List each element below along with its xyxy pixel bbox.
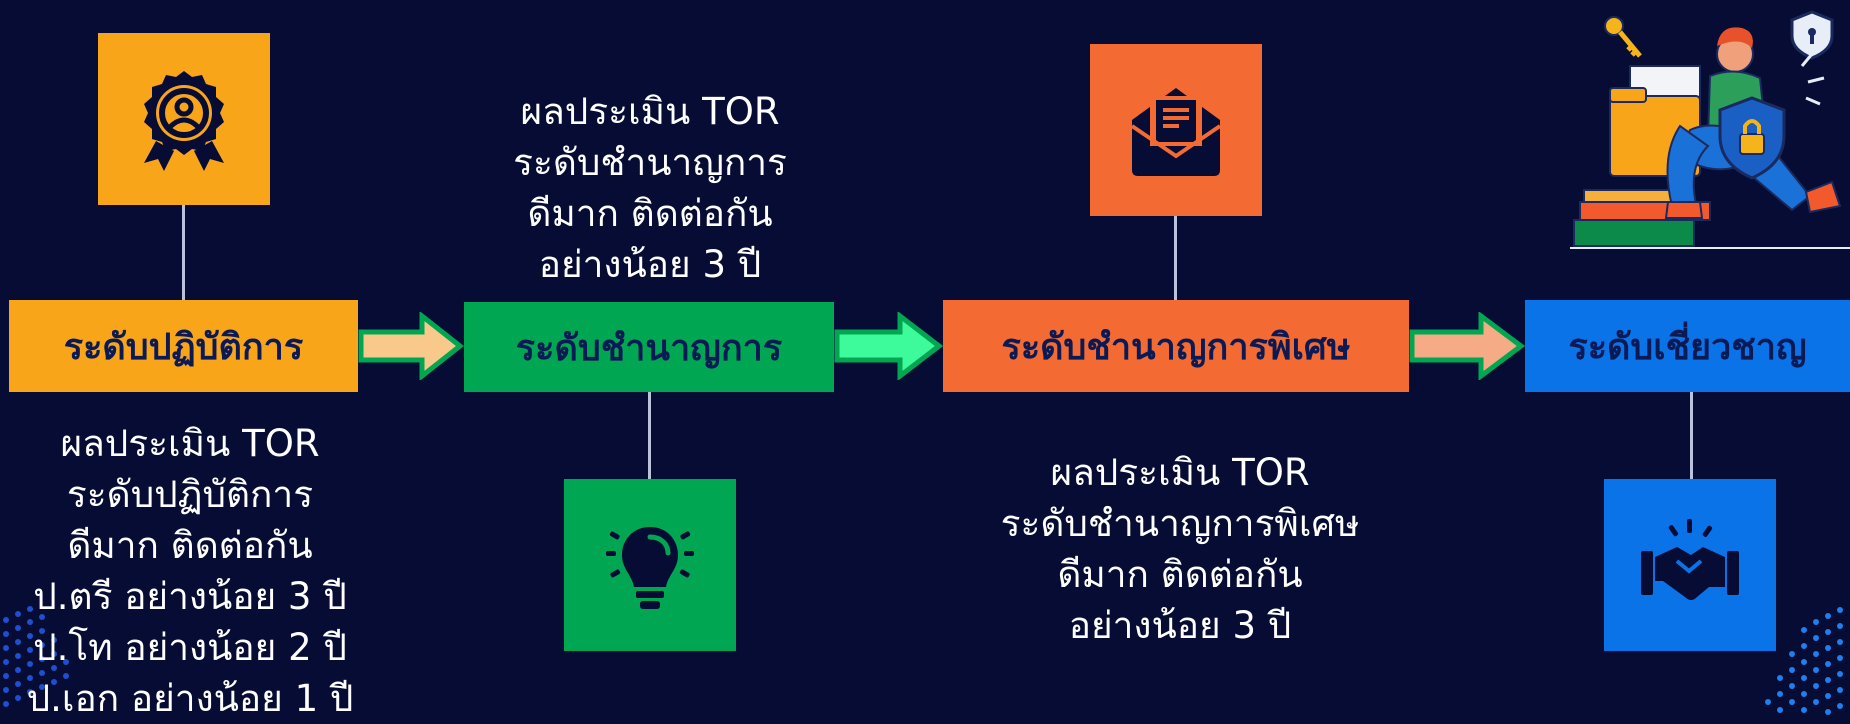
stage-1-desc-line: ผลประเมิน TOR [60, 422, 320, 465]
stage-3-icon-box [1090, 44, 1262, 216]
stage-3-desc-line: ดีมาก ติดต่อกัน [1057, 553, 1303, 596]
stage-4-icon-box [1604, 479, 1776, 651]
stage-2-desc-line: ดีมาก ติดต่อกัน [527, 192, 773, 235]
stage-3-desc-line: ระดับชำนาญการพิเศษ [1000, 502, 1360, 545]
stage-2-desc-line: อย่างน้อย 3 ปี [538, 243, 762, 286]
stage-4-bar: ระดับเชี่ยวชาญ [1525, 300, 1850, 392]
stage-2-label: ระดับชำนาญการ [515, 327, 783, 369]
stage-3-connector [1174, 216, 1177, 300]
stage-1-bar: ระดับปฏิบัติการ [9, 300, 358, 392]
dot-pattern-right [1765, 607, 1843, 715]
security-person-illustration [1570, 10, 1850, 249]
dot-pattern-left [3, 606, 69, 707]
stage-2-bar: ระดับชำนาญการ [464, 302, 834, 392]
stage-1-connector [182, 205, 185, 300]
stage-1-label: ระดับปฏิบัติการ [63, 326, 304, 368]
stage-4-label: ระดับเชี่ยวชาญ [1568, 326, 1807, 368]
stage-1-desc-line: ป.เอก อย่างน้อย 1 ปี [26, 677, 354, 720]
stage-1-desc-line: ระดับปฏิบัติการ [66, 473, 314, 516]
stage-2-desc-line: ระดับชำนาญการ [513, 141, 787, 184]
stage-1-desc-line: ดีมาก ติดต่อกัน [67, 524, 313, 567]
stage-2-description: ผลประเมิน TOR ระดับชำนาญการ ดีมาก ติดต่อ… [460, 86, 840, 290]
stage-2-desc-line: ผลประเมิน TOR [520, 90, 780, 133]
badge-person-icon [144, 71, 224, 171]
stage-2-icon-box [564, 479, 736, 651]
stage-2-connector [648, 392, 651, 479]
arrow-2-to-3 [834, 312, 943, 380]
stage-3-bar: ระดับชำนาญการพิเศษ [943, 300, 1409, 392]
arrow-3-to-4 [1409, 312, 1525, 380]
stage-1-description: ผลประเมิน TOR ระดับปฏิบัติการ ดีมาก ติดต… [0, 418, 380, 724]
stage-1-desc-line: ป.โท อย่างน้อย 2 ปี [33, 626, 347, 669]
envelope-document-icon [1130, 88, 1222, 176]
lightbulb-icon [606, 527, 694, 609]
stage-3-label: ระดับชำนาญการพิเศษ [1001, 326, 1351, 368]
stage-3-desc-line: ผลประเมิน TOR [1050, 451, 1310, 494]
stage-1-desc-line: ป.ตรี อย่างน้อย 3 ปี [33, 575, 347, 618]
stage-3-desc-line: อย่างน้อย 3 ปี [1068, 604, 1292, 647]
stage-3-description: ผลประเมิน TOR ระดับชำนาญการพิเศษ ดีมาก ต… [960, 447, 1400, 651]
arrow-1-to-2 [358, 312, 464, 380]
stage-1-icon-box [98, 33, 270, 205]
stage-4-connector [1690, 392, 1693, 479]
handshake-icon [1641, 519, 1739, 600]
